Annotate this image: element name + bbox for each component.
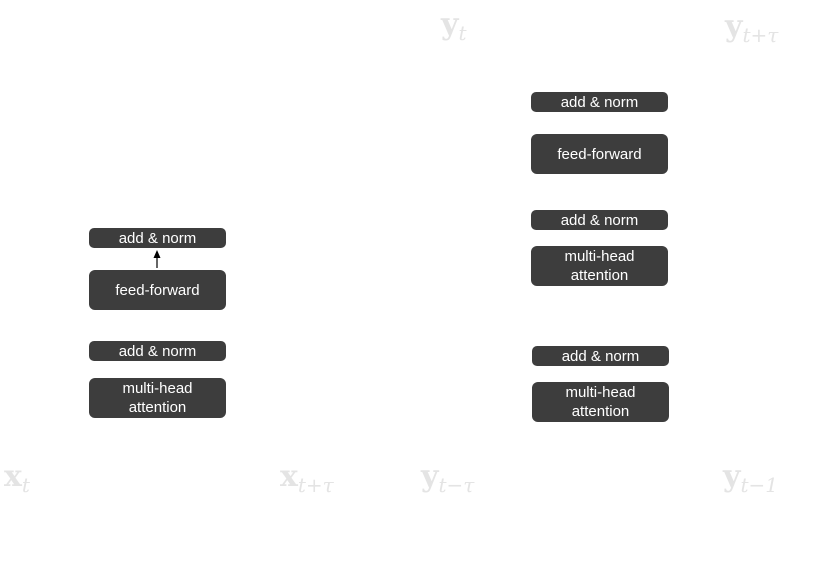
label-y-t-minus-1-base: y bbox=[723, 459, 741, 494]
decoder-add-norm-bottom: add & norm bbox=[532, 346, 669, 366]
label-y-t-sub: t bbox=[458, 21, 467, 45]
decoder-add-norm-mid: add & norm bbox=[531, 210, 668, 230]
encoder-add-norm-bottom: add & norm bbox=[89, 341, 226, 361]
decoder-multi-head-attention-lower: multi-head attention bbox=[532, 382, 669, 422]
label-y-t-minus-tau-sub: t−τ bbox=[438, 473, 475, 497]
decoder-feed-forward: feed-forward bbox=[531, 134, 668, 174]
decoder-add-norm-top: add & norm bbox=[531, 92, 668, 112]
encoder-multi-head-attention: multi-head attention bbox=[89, 378, 226, 418]
label-y-t-minus-1: yt−1 bbox=[723, 459, 778, 497]
label-y-t: yt bbox=[441, 7, 467, 45]
label-x-t-base: x bbox=[4, 459, 22, 494]
label-y-t-minus-tau-base: y bbox=[421, 459, 439, 494]
label-x-t-plus-tau-base: x bbox=[280, 459, 298, 494]
label-x-t-plus-tau-sub: t+τ bbox=[297, 473, 334, 497]
decoder-multi-head-attention-upper: multi-head attention bbox=[531, 246, 668, 286]
label-y-t-plus-tau-base: y bbox=[725, 9, 743, 44]
label-y-t-plus-tau-sub: t+τ bbox=[742, 23, 779, 47]
label-x-t-sub: t bbox=[21, 473, 30, 497]
label-y-t-plus-tau: yt+τ bbox=[725, 9, 779, 47]
label-y-t-minus-tau: yt−τ bbox=[421, 459, 475, 497]
encoder-feed-forward: feed-forward bbox=[89, 270, 226, 310]
label-y-t-minus-1-sub: t−1 bbox=[740, 473, 778, 497]
label-x-t: xt bbox=[4, 459, 30, 497]
encoder-add-norm-top: add & norm bbox=[89, 228, 226, 248]
label-y-t-base: y bbox=[441, 7, 459, 42]
arrow-feed-forward-to-add-norm bbox=[153, 250, 161, 268]
label-x-t-plus-tau: xt+τ bbox=[280, 459, 334, 497]
